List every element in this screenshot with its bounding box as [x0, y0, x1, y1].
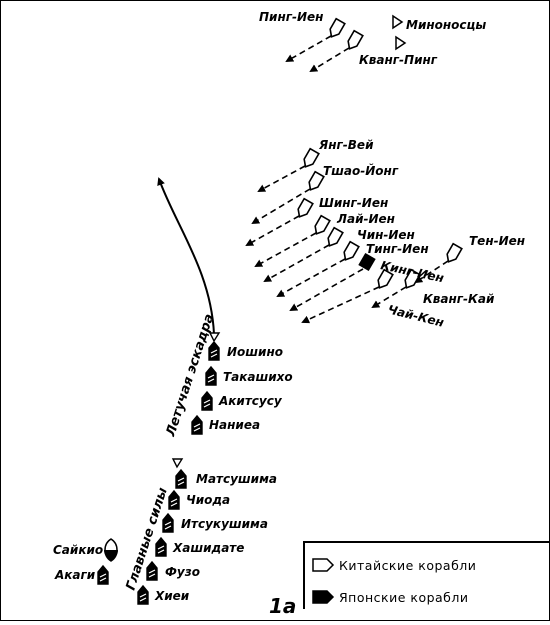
label-ten-yuen: Тен-Иен	[469, 234, 525, 248]
label-chao-yung: Тшао-Йонг	[323, 163, 399, 178]
label-naniwa: Наниеа	[209, 418, 260, 432]
label-ping-yen: Пинг-Иен	[259, 10, 323, 24]
label-yang-wei: Янг-Вей	[318, 138, 374, 152]
ship-akitsushima	[201, 391, 213, 411]
ship-akagi	[97, 565, 109, 585]
label-takachiho: Такашихо	[223, 370, 293, 384]
ship-ping-yen	[285, 17, 346, 62]
ship-kwang-ping	[309, 29, 364, 73]
ship-hiei	[137, 585, 149, 605]
label-kwang-chia: Кванг-Кай	[423, 292, 495, 306]
label-kwang-ping: Кванг-Пинг	[359, 53, 438, 67]
ship-naniwa	[191, 415, 203, 435]
label-tsi-yuen: Чай-Кен	[386, 302, 445, 329]
label-hashidate: Хашидате	[172, 541, 244, 555]
label-matsushima: Матсушима	[196, 472, 277, 486]
ship-matsushima	[175, 469, 187, 489]
legend-chinese-ship-icon	[312, 558, 335, 572]
ship-yoshino	[208, 341, 220, 361]
label-akagi: Акаги	[54, 568, 96, 582]
ship-king-yuen	[358, 252, 376, 272]
label-ching-yuen: Шинг-Иен	[319, 196, 388, 210]
ship-chiyoda	[168, 490, 180, 510]
label-torpedo-boats: Миноносцы	[406, 18, 486, 32]
flying-squadron-flag-icon	[208, 332, 221, 343]
label-chin-yen: Чин-Иен	[357, 228, 415, 242]
label-saikio: Сайкио	[53, 543, 103, 557]
ship-saikio	[104, 538, 118, 562]
ship-takachiho	[205, 366, 217, 386]
label-ting-yuen: Тинг-Иен	[366, 242, 429, 256]
ship-fuso	[146, 561, 158, 581]
legend-japanese-ship-icon	[312, 590, 335, 604]
label-fuso: Фузо	[165, 565, 200, 579]
figure-number: 1а	[269, 594, 296, 618]
label-hiei: Хиеи	[154, 589, 190, 603]
torpedo-boat-icon	[392, 14, 407, 51]
main-forces-flag-icon	[171, 458, 184, 469]
label-chiyoda: Чиода	[186, 493, 230, 507]
flying-squadron-course	[157, 177, 215, 335]
chinese-fleet-lines	[245, 165, 449, 324]
label-akitsushima: Акитсусу	[218, 394, 283, 408]
legend-chinese-label: Китайские корабли	[339, 558, 476, 573]
legend: Китайские корабли Японские корабли	[303, 541, 549, 609]
label-lai-yuen: Лай-Иен	[336, 212, 395, 226]
ship-hashidate	[155, 537, 167, 557]
label-itsukushima: Итсукушима	[181, 517, 268, 531]
legend-japanese-label: Японские корабли	[339, 590, 469, 605]
ship-itsukushima	[162, 513, 174, 533]
label-yoshino: Иошино	[227, 345, 283, 359]
